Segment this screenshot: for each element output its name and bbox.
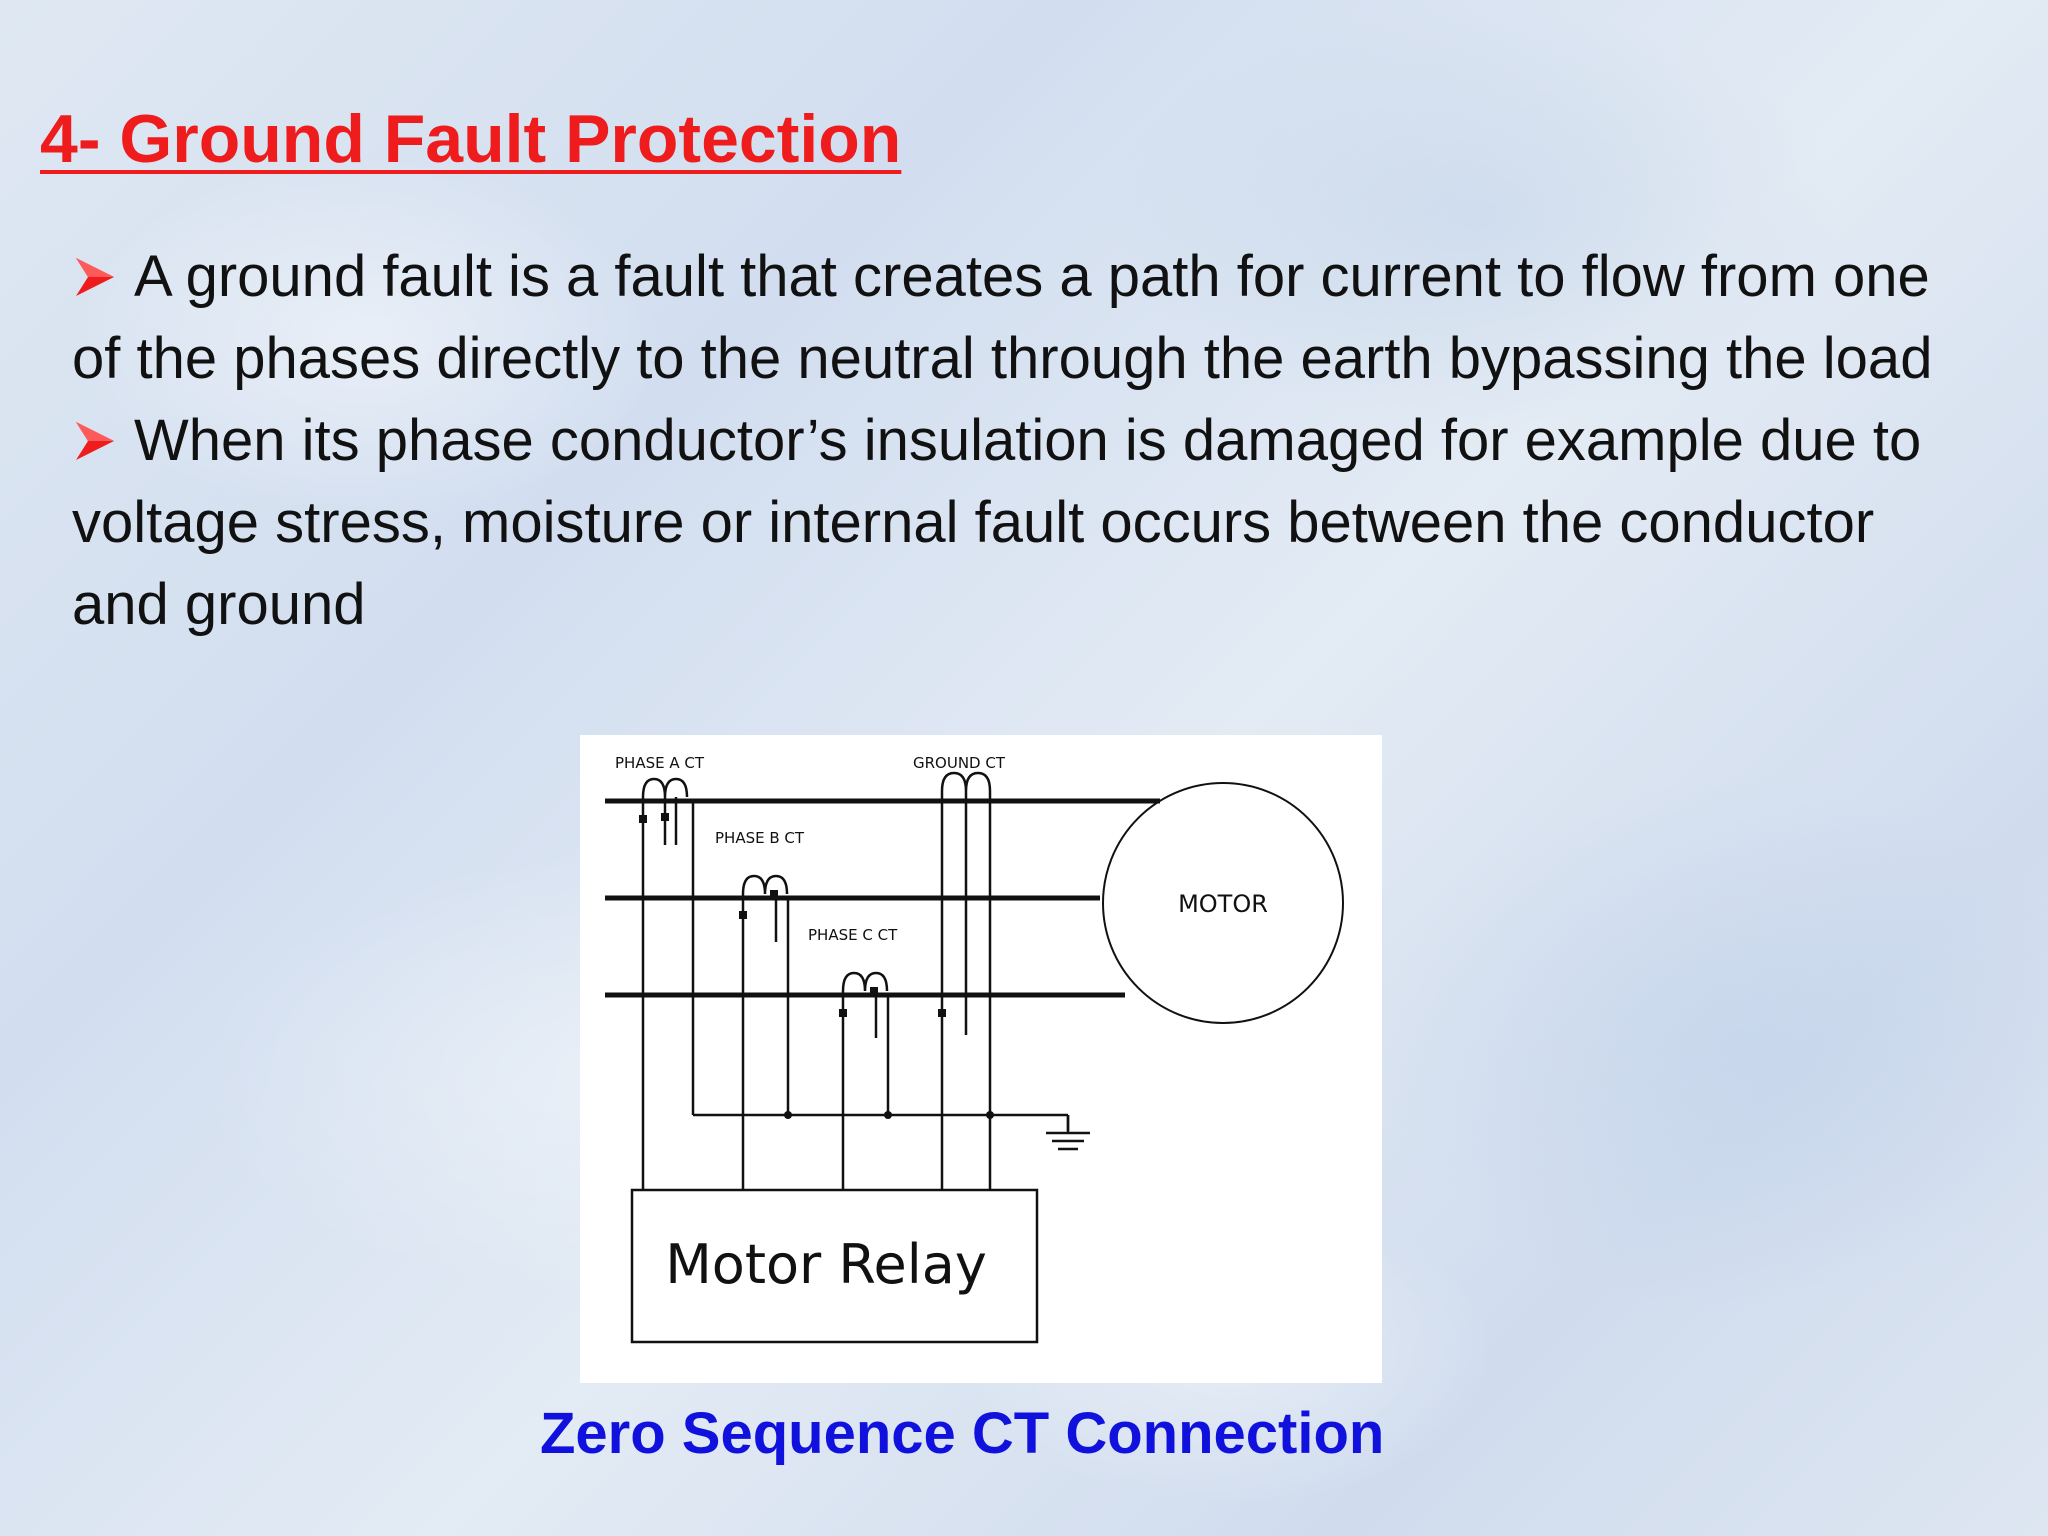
bullet-text-2: When its phase conductor’s insulation is… [72,408,1922,637]
figure-caption: Zero Sequence CT Connection [540,1401,1385,1466]
motor-relay-box [630,1188,1039,1344]
phase-conductors [605,798,1160,998]
relay-wiring [641,795,1070,1190]
motor-circle [1102,782,1344,1024]
motor-relay-label: Motor Relay [665,1233,987,1296]
phase-b-ct [741,874,789,942]
phase-b-ct-label: PHASE B CT [715,829,805,847]
phase-a-ct [641,777,689,845]
ground-ct-label: GROUND CT [913,754,1006,772]
bullet-item-1: A ground fault is a fault that creates a… [72,236,1972,400]
phase-c-ct [841,971,889,1038]
bullet-text-1: A ground fault is a fault that creates a… [72,244,1933,391]
ground-ct [940,771,992,1035]
bullet-list: A ground fault is a fault that creates a… [72,236,1972,646]
ground-symbol-icon [1046,1115,1090,1151]
phase-a-ct-label: PHASE A CT [615,754,705,772]
arrow-bullet-icon [76,422,114,460]
junction-dots [639,813,994,1119]
diagram-svg: PHASE A CT GROUND CT PHASE B CT PHASE C … [605,754,1344,1344]
phase-c-ct-label: PHASE C CT [808,926,898,944]
ct-connection-diagram: PHASE A CT GROUND CT PHASE B CT PHASE C … [580,735,1382,1383]
bullet-item-2: When its phase conductor’s insulation is… [72,400,1972,646]
slide-title: 4- Ground Fault Protection [40,101,902,177]
arrow-bullet-icon [76,258,114,296]
motor-label: MOTOR [1178,890,1268,918]
